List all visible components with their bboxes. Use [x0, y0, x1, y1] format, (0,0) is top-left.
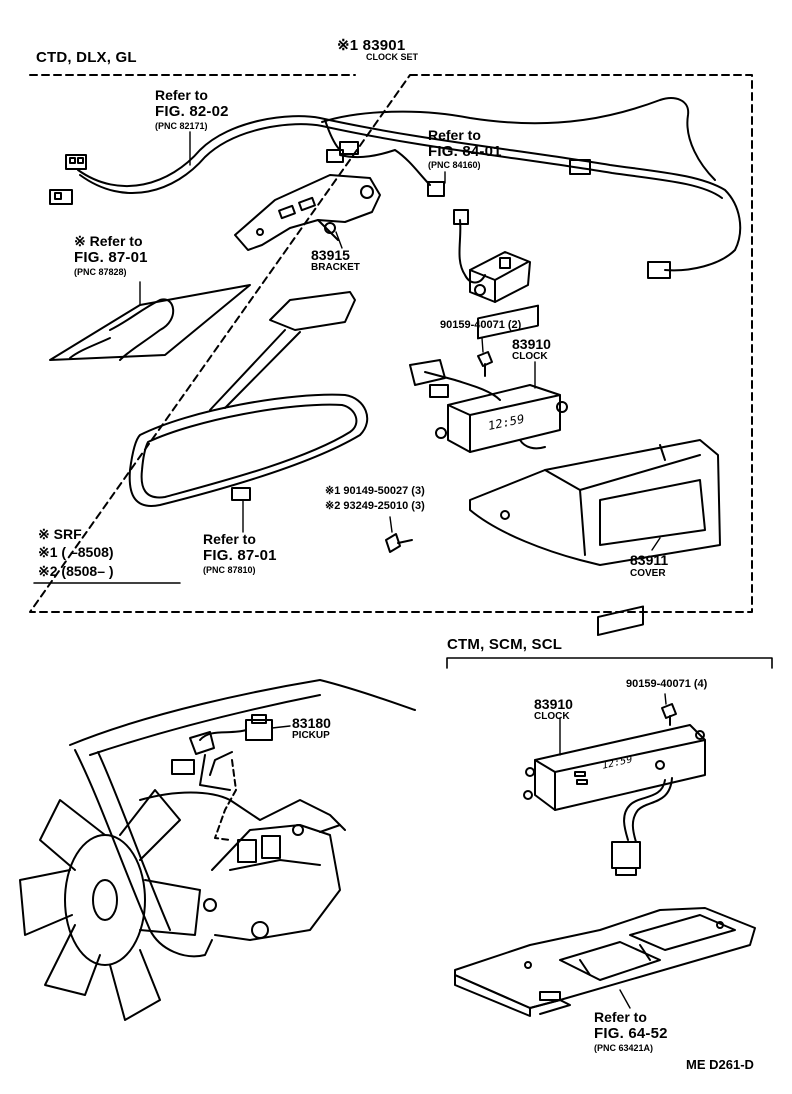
screw-90149 [385, 533, 413, 553]
screw-1-number: ※1 90149-50027 (3) [325, 485, 425, 497]
clock-lower-name: CLOCK [534, 711, 570, 722]
refer-87-01b-fig[interactable]: FIG. 87-01 [203, 547, 277, 564]
pickup-name: PICKUP [292, 730, 330, 741]
harness-connector-left-a [65, 154, 87, 170]
tray-63421a [454, 907, 756, 1017]
refer-87-01b-pnc: (PNC 87810) [203, 565, 256, 575]
refer-84-01-fig[interactable]: FIG. 84-01 [428, 143, 502, 160]
top-part-number: ※1 83901 [337, 37, 406, 54]
harness-connector-right-b [647, 261, 671, 279]
legend-range-2: ※2 (8508– ) [38, 563, 114, 579]
bolt-upper-number: 90159-40071 (2) [440, 319, 522, 331]
refer-84-01-pnc: (PNC 84160) [428, 160, 481, 170]
footer-code: ME D261-D [686, 1057, 754, 1072]
leader-lines [139, 131, 667, 1009]
legend-range-1: ※1 ( –8508) [38, 544, 114, 560]
clock-upper-number: 83910 [512, 336, 551, 352]
bracket-83915 [234, 174, 381, 251]
clock-display-lower: 12:59 [602, 754, 632, 772]
variant-label: CTD, DLX, GL [36, 49, 137, 66]
cooling-fan [19, 789, 201, 1021]
glass-87828 [49, 284, 251, 361]
cover-83911 [469, 439, 721, 566]
harness-connector-mid-b [339, 141, 359, 155]
wire-harness [77, 97, 742, 284]
bolt-90159-upper [477, 351, 493, 377]
pickup-number: 83180 [292, 715, 331, 731]
refer-82-02-pnc: (PNC 82171) [155, 121, 208, 131]
refer-64-52-fig[interactable]: FIG. 64-52 [594, 1025, 668, 1042]
refer-87-01b-text: Refer to [203, 531, 256, 547]
bracket-number: 83915 [311, 247, 350, 263]
lower-variant-label: CTM, SCM, SCL [447, 636, 563, 653]
bolt-lower-number: 90159-40071 (4) [626, 678, 708, 690]
clock-83910-lower [523, 605, 706, 876]
pickup-83180 [171, 714, 273, 775]
clock-lower-number: 83910 [534, 696, 573, 712]
refer-82-02-fig[interactable]: FIG. 82-02 [155, 103, 229, 120]
legend-srf: ※ SRF [38, 526, 82, 542]
top-part-name: CLOCK SET [366, 52, 419, 62]
bolt-90159-lower [661, 703, 677, 726]
harness-connector-right-a [569, 159, 591, 175]
cover-number: 83911 [630, 552, 669, 568]
sensor-84160 [469, 251, 531, 303]
clock-83910-upper [409, 304, 568, 453]
refer-87-01a-text: ※ Refer to [74, 233, 143, 249]
refer-64-52-text: Refer to [594, 1009, 647, 1025]
refer-64-52-pnc: (PNC 63421A) [594, 1043, 654, 1053]
harness-connector-mid-a [326, 149, 344, 163]
refer-87-01a-pnc: (PNC 87828) [74, 267, 127, 277]
engine-assembly [69, 679, 416, 958]
harness-connector-d [453, 209, 469, 225]
cover-name: COVER [630, 568, 666, 579]
refer-84-01-text: Refer to [428, 127, 481, 143]
harness-connector-left-b [49, 189, 73, 205]
lower-group-bracket [446, 657, 773, 669]
clock-display-upper: 12:59 [488, 412, 524, 434]
screw-2-number: ※2 93249-25010 (3) [325, 500, 425, 512]
rear-view-mirror [128, 291, 369, 507]
upper-group-border [29, 74, 753, 613]
harness-connector-c [427, 181, 445, 197]
bracket-name: BRACKET [311, 262, 360, 273]
clock-upper-name: CLOCK [512, 351, 548, 362]
refer-82-02-text: Refer to [155, 87, 208, 103]
refer-87-01a-fig[interactable]: FIG. 87-01 [74, 249, 148, 266]
